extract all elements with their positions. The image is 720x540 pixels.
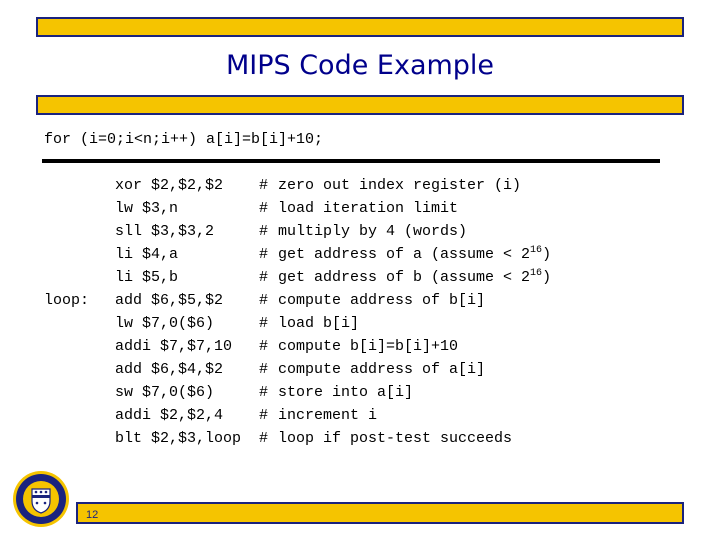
comment-marker: # — [259, 269, 269, 286]
bottom-bar — [76, 502, 684, 524]
university-seal-icon — [13, 471, 69, 527]
code-instruction: sw $7,0($6) — [115, 384, 215, 401]
code-comment: loop if post-test succeeds — [278, 430, 512, 447]
code-instruction: li $5,b — [115, 269, 179, 286]
code-comment: zero out index register (i) — [278, 177, 521, 194]
code-instruction: li $4,a — [115, 246, 179, 263]
code-comment: get address of b (assume < 216) — [278, 268, 552, 287]
code-comment-suffix: ) — [542, 246, 552, 263]
comment-marker: # — [259, 315, 269, 332]
comment-marker: # — [259, 338, 269, 355]
code-comment-text: compute b[i]=b[i]+10 — [278, 338, 459, 355]
code-comment-text: get address of a (assume < 2 — [278, 246, 531, 263]
comment-marker: # — [259, 430, 269, 447]
code-comment: compute b[i]=b[i]+10 — [278, 338, 458, 355]
code-comment-text: compute address of a[i] — [278, 361, 486, 378]
superscript-exponent: 16 — [530, 268, 543, 279]
code-comment: multiply by 4 (words) — [278, 223, 467, 240]
comment-marker: # — [259, 177, 269, 194]
comment-marker: # — [259, 361, 269, 378]
comment-marker: # — [259, 223, 269, 240]
code-comment: load iteration limit — [278, 200, 458, 217]
code-comment-text: compute address of b[i] — [278, 292, 486, 309]
code-instruction: lw $7,0($6) — [115, 315, 215, 332]
page-number: 12 — [86, 509, 99, 521]
code-comment-text: loop if post-test succeeds — [278, 430, 513, 447]
code-comment: compute address of b[i] — [278, 292, 485, 309]
code-comment-text: load b[i] — [278, 315, 360, 332]
code-instruction: add $6,$4,$2 — [115, 361, 224, 378]
code-instruction: blt $2,$3,loop — [115, 430, 242, 447]
top-bar — [36, 17, 684, 37]
code-instruction: add $6,$5,$2 — [115, 292, 224, 309]
code-comment-text: load iteration limit — [278, 200, 459, 217]
superscript-exponent: 16 — [530, 245, 543, 256]
divider-rule — [42, 159, 660, 163]
code-comment-text: get address of b (assume < 2 — [278, 269, 531, 286]
comment-marker: # — [259, 200, 269, 217]
code-comment: load b[i] — [278, 315, 359, 332]
code-comment-text: increment i — [278, 407, 378, 424]
slide-title: MIPS Code Example — [225, 50, 495, 81]
title-underline-bar — [36, 95, 684, 115]
comment-marker: # — [259, 384, 269, 401]
code-comment-text: store into a[i] — [278, 384, 414, 401]
code-comment-text: zero out index register (i) — [278, 177, 522, 194]
code-comment-text: multiply by 4 (words) — [278, 223, 468, 240]
code-label: loop: — [44, 292, 90, 309]
comment-marker: # — [259, 292, 269, 309]
code-comment-suffix: ) — [542, 269, 552, 286]
for-statement: for (i=0;i<n;i++) a[i]=b[i]+10; — [44, 131, 324, 148]
code-instruction: xor $2,$2,$2 — [115, 177, 224, 194]
code-instruction: lw $3,n — [115, 200, 179, 217]
code-comment: increment i — [278, 407, 377, 424]
code-comment: store into a[i] — [278, 384, 413, 401]
code-instruction: sll $3,$3,2 — [115, 223, 215, 240]
comment-marker: # — [259, 407, 269, 424]
code-comment: get address of a (assume < 216) — [278, 245, 552, 264]
code-comment: compute address of a[i] — [278, 361, 485, 378]
code-instruction: addi $7,$7,10 — [115, 338, 233, 355]
comment-marker: # — [259, 246, 269, 263]
code-instruction: addi $2,$2,4 — [115, 407, 224, 424]
